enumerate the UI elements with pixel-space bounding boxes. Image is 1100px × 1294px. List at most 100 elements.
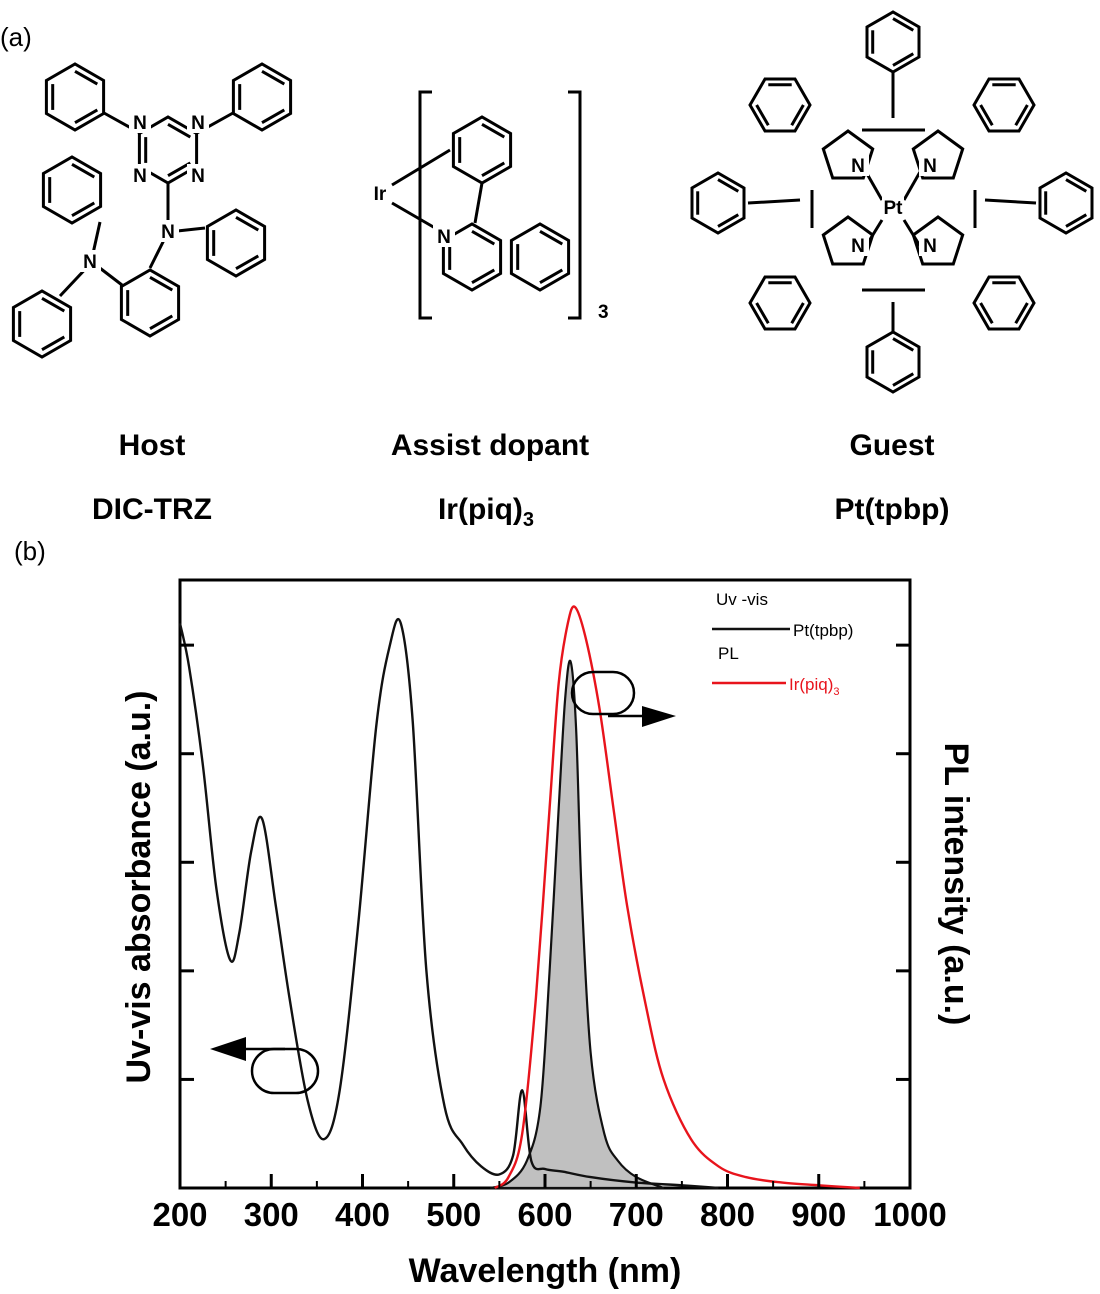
double-bond [261, 69, 286, 86]
double-bond [149, 275, 174, 292]
double-bond [539, 268, 564, 285]
double-bond [71, 201, 96, 218]
double-bond [74, 108, 99, 125]
atom-mask [369, 182, 391, 204]
bond [902, 219, 922, 247]
benzo-ring [748, 77, 812, 133]
atom-mask [187, 164, 209, 186]
x-tick-label: 300 [244, 1196, 299, 1233]
bond [747, 198, 801, 205]
guest-role-label: Guest [849, 429, 934, 462]
x-tick-label: 600 [517, 1196, 572, 1233]
benzene-ring [205, 208, 267, 278]
guest-name-label: Pt(tpbp) [835, 493, 950, 526]
atom-mask [919, 154, 941, 176]
atom-mask [919, 234, 941, 256]
double-bond [1014, 302, 1029, 325]
host-name-label: DIC-TRZ [92, 493, 212, 526]
phenyl-ring [865, 330, 921, 394]
pyrrole-ring [821, 129, 875, 180]
atom-n: N [191, 166, 205, 187]
legend-series-pt: Pt(tpbp) [793, 621, 853, 640]
double-bond [41, 296, 66, 313]
benzene-ring [11, 289, 73, 359]
right-y-axis-title: PL intensity (a.u.) [937, 743, 975, 1026]
benzo-ring [509, 222, 571, 292]
pyrrole-ring [821, 215, 875, 266]
double-bond [1014, 104, 1029, 127]
double-bond [167, 122, 192, 139]
atom-n: N [923, 156, 937, 177]
double-bond [71, 162, 96, 179]
double-bond [481, 122, 506, 139]
atom-n: N [923, 236, 937, 257]
x-tick-label: 500 [426, 1196, 481, 1233]
pyrrole-ring [911, 215, 965, 266]
series-pt-uvvis-line [178, 617, 719, 1190]
double-bond [481, 161, 506, 178]
panel-label-b: (b) [14, 536, 46, 566]
double-bond [74, 69, 99, 86]
double-bond [167, 161, 192, 178]
phenyl-ring [690, 171, 746, 235]
bond [984, 198, 1037, 205]
x-tick-label: 200 [152, 1196, 207, 1233]
double-bond [149, 314, 174, 331]
assist-dopant-structure: IrN 3 [369, 90, 609, 323]
double-bond [471, 268, 496, 285]
atom-n: N [191, 113, 205, 134]
double-bond [261, 108, 286, 125]
double-bond [892, 52, 915, 67]
atom-mask [847, 234, 869, 256]
right-bracket [568, 90, 582, 320]
legend-uvvis-header: Uv -vis [716, 590, 768, 609]
atom-n: N [851, 156, 865, 177]
x-tick-label: 1000 [873, 1196, 946, 1233]
bracket-count: 3 [598, 302, 609, 323]
legend-pl-header: PL [718, 644, 739, 663]
panel-label-a: (a) [0, 22, 32, 52]
x-tick-label: 800 [700, 1196, 755, 1233]
phenyl-ring [451, 115, 513, 185]
double-bond [755, 104, 770, 127]
assist-dopant-name-label: Ir(piq)3 [438, 493, 534, 531]
phenyl-ring [44, 62, 106, 132]
double-bond [892, 17, 915, 32]
double-bond [41, 335, 66, 352]
atom-n: N [133, 113, 147, 134]
left-bracket [418, 90, 432, 320]
phenyl-ring [231, 62, 293, 132]
benzo-ring [748, 275, 812, 331]
atom-mask [129, 111, 151, 133]
double-bond [979, 104, 994, 127]
atom-mask [882, 196, 904, 218]
bond [864, 171, 884, 201]
double-bond [539, 229, 564, 246]
series-layer [178, 605, 860, 1190]
atom-ir: Ir [374, 184, 387, 205]
left-axis-indicator-arrow [210, 1037, 320, 1095]
atom-mask [157, 220, 179, 242]
atom-n: N [851, 236, 865, 257]
double-bond [892, 372, 915, 387]
double-bond [235, 215, 260, 232]
atom-n: N [437, 227, 451, 248]
atom-mask [847, 154, 869, 176]
atom-mask [129, 164, 151, 186]
atom-n: N [161, 222, 175, 243]
pyrrole-ring [911, 129, 965, 180]
phenyl-ring [865, 10, 921, 74]
phenyl-ring [41, 155, 103, 225]
host-role-label: Host [119, 429, 186, 462]
x-tick-label: 700 [609, 1196, 664, 1233]
double-bond [755, 302, 770, 325]
legend-series-ir: Ir(piq)3 [789, 675, 840, 698]
atom-mask [79, 250, 101, 272]
bond [473, 182, 484, 224]
double-bond [717, 178, 740, 193]
bond [902, 171, 922, 201]
x-tick-label: 900 [791, 1196, 846, 1233]
